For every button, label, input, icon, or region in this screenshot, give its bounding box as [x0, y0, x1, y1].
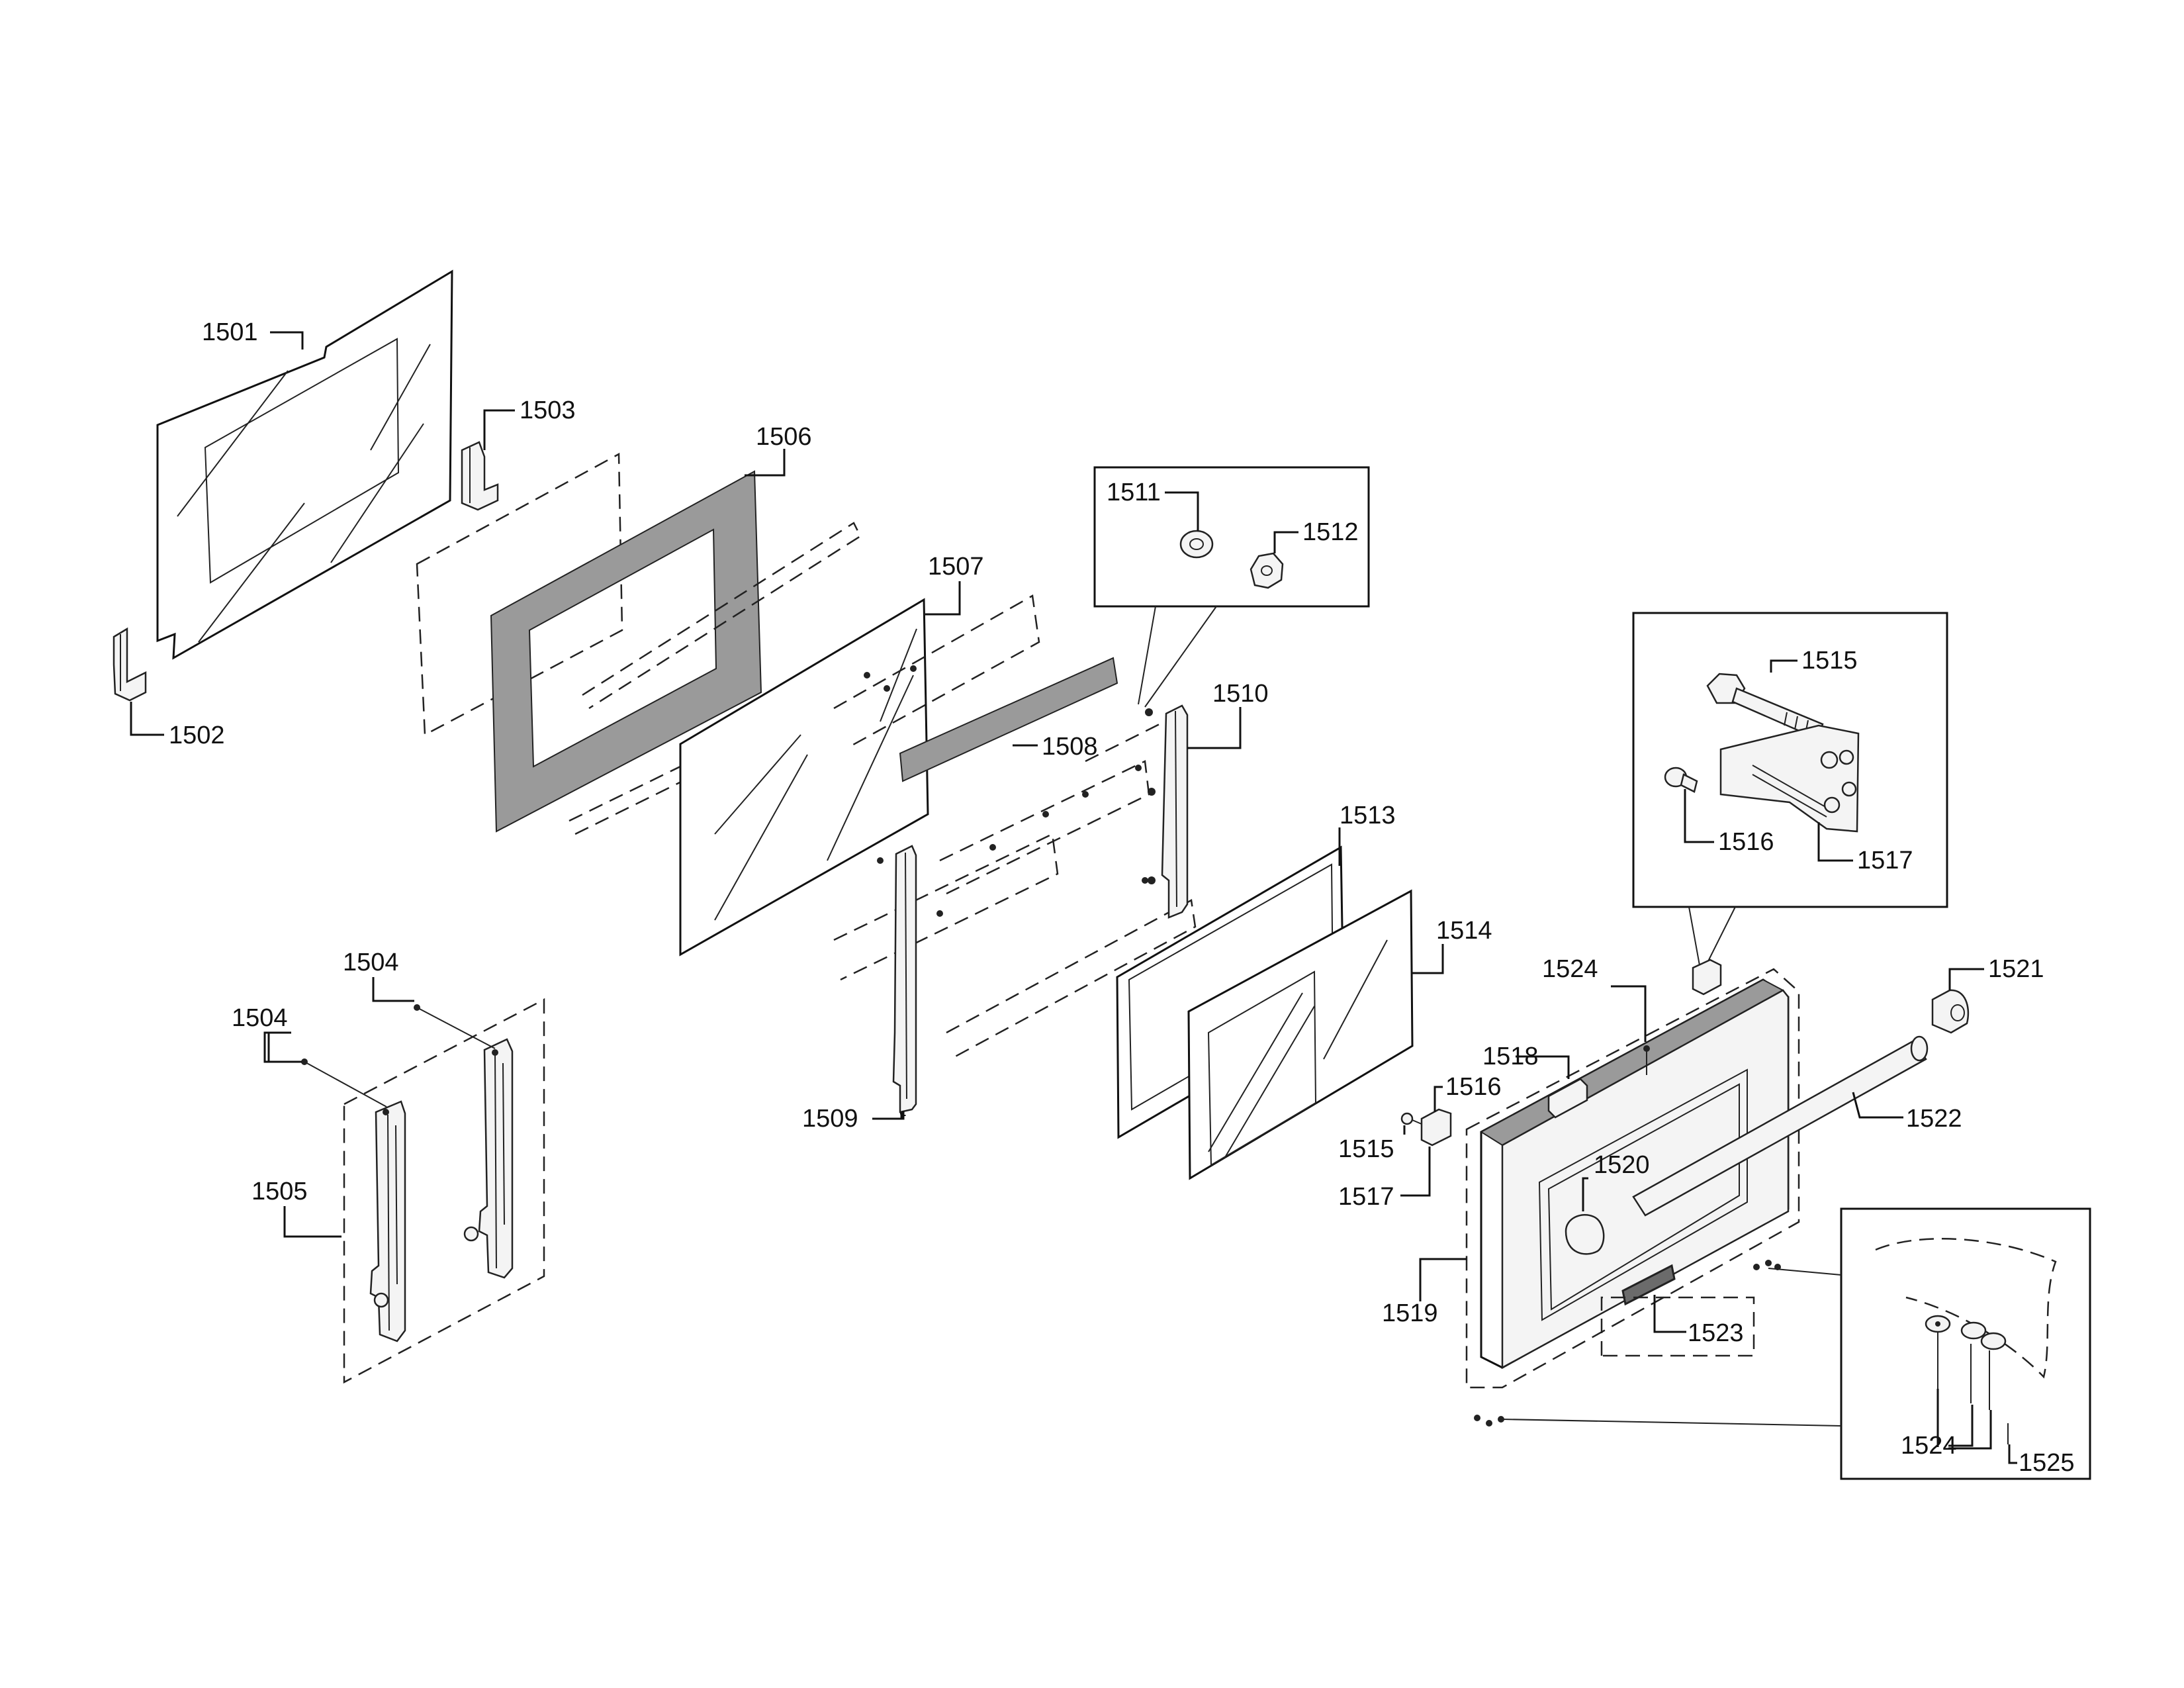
detail-box-nuts: [1093, 466, 1370, 708]
part-1511-nut[interactable]: [1179, 530, 1214, 559]
part-1509-channel[interactable]: [892, 845, 917, 1113]
label-1504-right: 1504: [343, 949, 399, 976]
part-1510-channel[interactable]: [1145, 704, 1189, 919]
part-latch-small[interactable]: [1400, 1108, 1452, 1147]
rail-assembly: [833, 665, 1197, 1060]
part-1522-handle[interactable]: [1632, 1035, 1929, 1217]
label-1511: 1511: [1107, 479, 1161, 506]
detail-box-latch: [1632, 612, 1948, 966]
part-1505-hinge-left[interactable]: [369, 1100, 406, 1342]
detail-box-hardware: [1502, 1207, 2091, 1480]
label-1504-left: 1504: [232, 1004, 288, 1032]
label-1508: 1508: [1042, 733, 1098, 761]
part-1505-hinge-right[interactable]: [463, 1038, 514, 1279]
hinge-group-box: [343, 998, 545, 1384]
part-1523-badge[interactable]: [1600, 1264, 1755, 1357]
label-1517-door: 1517: [1338, 1183, 1394, 1211]
label-1513: 1513: [1340, 802, 1396, 829]
part-1503-bracket[interactable]: [461, 441, 499, 511]
label-1521: 1521: [1988, 955, 2044, 983]
label-1506: 1506: [756, 423, 812, 451]
part-latch-top-small[interactable]: [1692, 959, 1722, 996]
label-1509: 1509: [802, 1105, 858, 1133]
part-1508-insulation-strip[interactable]: [899, 657, 1118, 782]
label-1522: 1522: [1906, 1105, 1962, 1133]
part-1517-latch-bracket[interactable]: [1719, 724, 1860, 833]
part-1524-top-screw[interactable]: [1643, 1045, 1650, 1075]
label-1523: 1523: [1688, 1319, 1744, 1347]
label-1515-detail: 1515: [1801, 647, 1858, 675]
label-1520: 1520: [1594, 1151, 1650, 1179]
label-1516-door: 1516: [1445, 1073, 1502, 1101]
label-1517-detail: 1517: [1857, 847, 1913, 874]
label-1525: 1525: [2019, 1449, 2075, 1477]
label-1512: 1512: [1302, 518, 1359, 546]
label-1501: 1501: [202, 318, 258, 346]
label-1505: 1505: [251, 1178, 308, 1205]
part-1507-inner-glass[interactable]: [679, 594, 1040, 957]
part-1512-nut[interactable]: [1250, 552, 1284, 589]
part-1521-end-cap[interactable]: [1931, 989, 1970, 1034]
label-1507: 1507: [928, 553, 984, 581]
part-1518-clip[interactable]: [1547, 1078, 1588, 1119]
label-1524-detail: 1524: [1901, 1432, 1957, 1460]
label-1516-detail: 1516: [1718, 828, 1774, 856]
part-1520-knob[interactable]: [1565, 1213, 1605, 1255]
part-1519-outer-door[interactable]: [1465, 968, 1800, 1389]
label-1503: 1503: [520, 397, 576, 424]
label-1518: 1518: [1482, 1043, 1539, 1070]
label-1510: 1510: [1212, 680, 1269, 708]
label-1515-door: 1515: [1338, 1135, 1394, 1163]
bottom-screws: [1474, 1260, 1781, 1427]
part-1501-outer-glass[interactable]: [156, 269, 453, 660]
label-1524-top: 1524: [1542, 955, 1598, 983]
part-1502-bracket[interactable]: [113, 627, 147, 702]
part-1514-window-glass[interactable]: [1187, 889, 1414, 1180]
label-1514: 1514: [1436, 917, 1492, 945]
part-1516-screw[interactable]: [1664, 767, 1698, 793]
label-1519: 1519: [1382, 1299, 1438, 1327]
label-1502: 1502: [169, 722, 225, 749]
part-1524-washers[interactable]: [1925, 1315, 2009, 1444]
part-1515-bolt[interactable]: [1706, 673, 1824, 740]
